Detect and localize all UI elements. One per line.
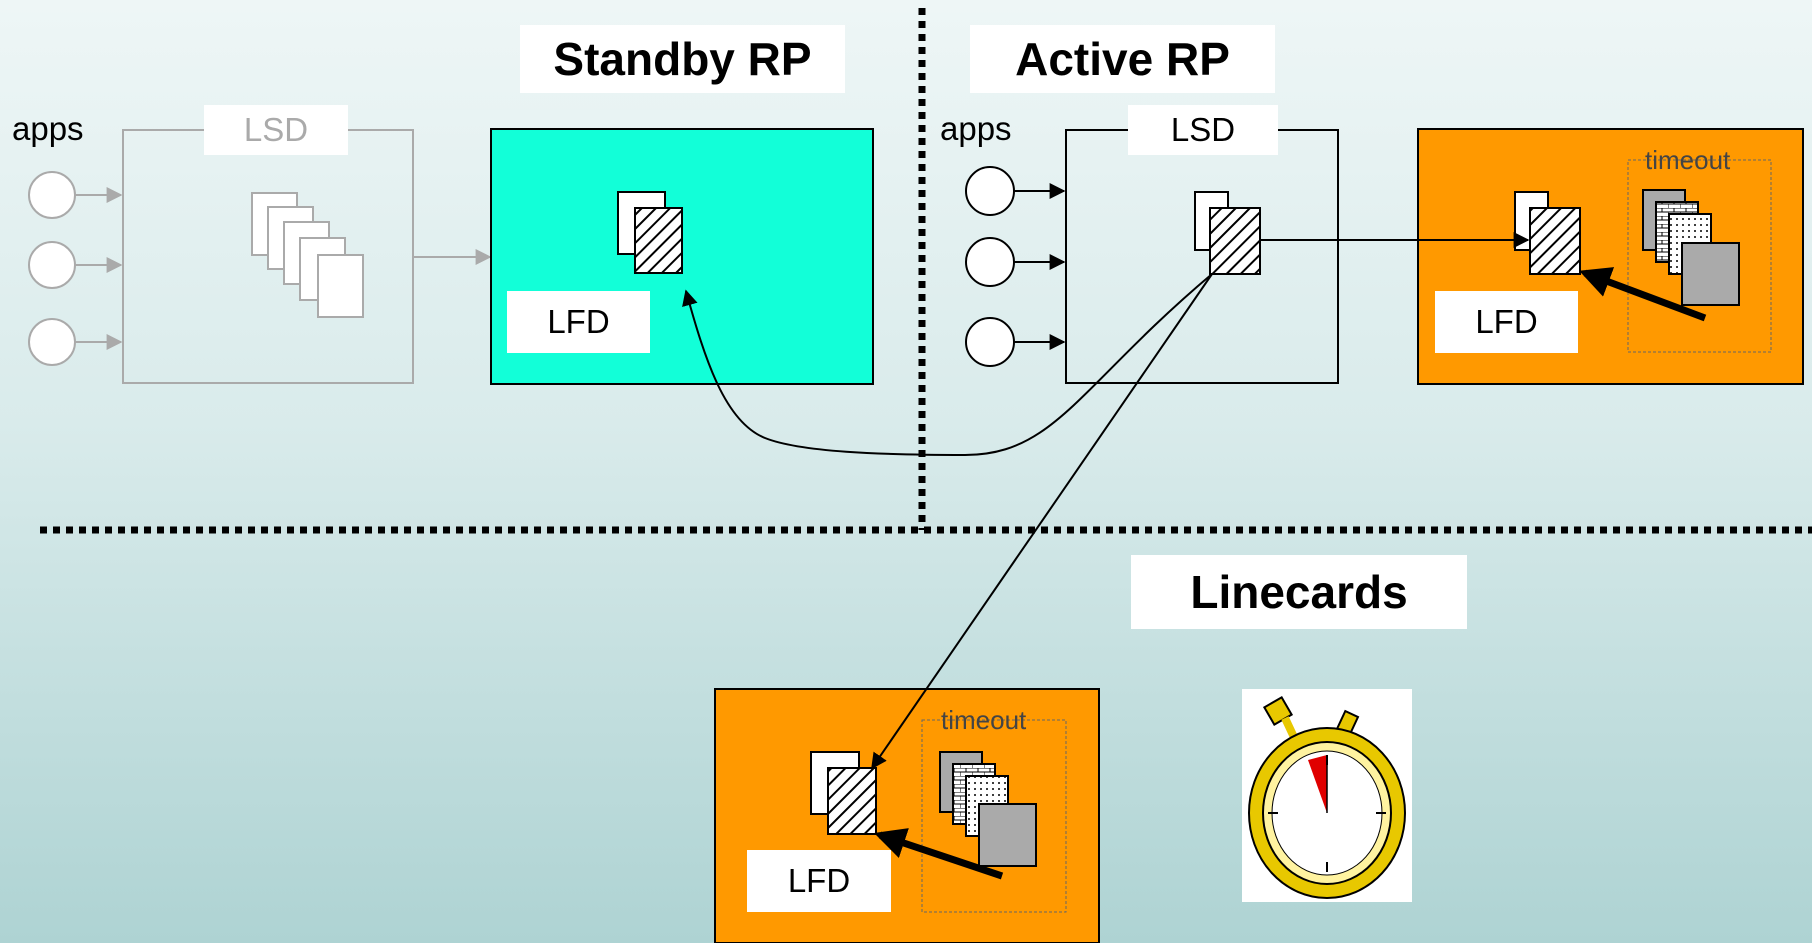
standby-rp-title: Standby RP [520,25,845,93]
standby-doc-stack-icon [251,192,364,318]
active-app-circle-1 [965,166,1015,216]
active-timeout-stack-icon [1642,189,1740,306]
linecard-timeout-arrow [874,828,1004,880]
active-rp-title: Active RP [970,25,1275,93]
active-doc-icon [1194,191,1261,275]
linecards-title: Linecards [1131,555,1467,629]
linecard-timeout-label: timeout [941,705,1027,735]
active-app-circle-3 [965,317,1015,367]
active-lsd-label: LSD [1128,105,1278,155]
lsd-to-linecard-arrow [871,273,1213,770]
active-timeout-box [1627,159,1772,353]
standby-lsd-label: LSD [204,105,348,155]
active-lsd-group [965,129,1339,384]
stopwatch-icon [1242,689,1412,902]
active-lsd-box [1065,129,1339,384]
active-timeout-arrow [1579,267,1707,322]
lsd-to-standby-arrow [682,273,1213,457]
linecard-timeout-stack-icon [939,751,1037,867]
active-apps-label: apps [940,110,1012,147]
standby-app-circle-1 [28,171,76,219]
standby-lfd-label: LFD [507,291,650,353]
linecard-lfd-label: LFD [747,850,891,912]
active-card-doc-icon [1514,191,1581,275]
active-timeout-label: timeout [1645,145,1731,175]
standby-doc-icon [617,191,683,274]
active-card-lfd-label: LFD [1435,291,1578,353]
standby-apps-label: apps [12,110,84,147]
linecard-timeout-box [921,719,1067,913]
linecard-doc-icon [810,751,877,835]
standby-app-circle-2 [28,241,76,289]
standby-app-circle-3 [28,318,76,366]
active-app-circle-2 [965,237,1015,287]
standby-lsd-group [28,129,492,384]
